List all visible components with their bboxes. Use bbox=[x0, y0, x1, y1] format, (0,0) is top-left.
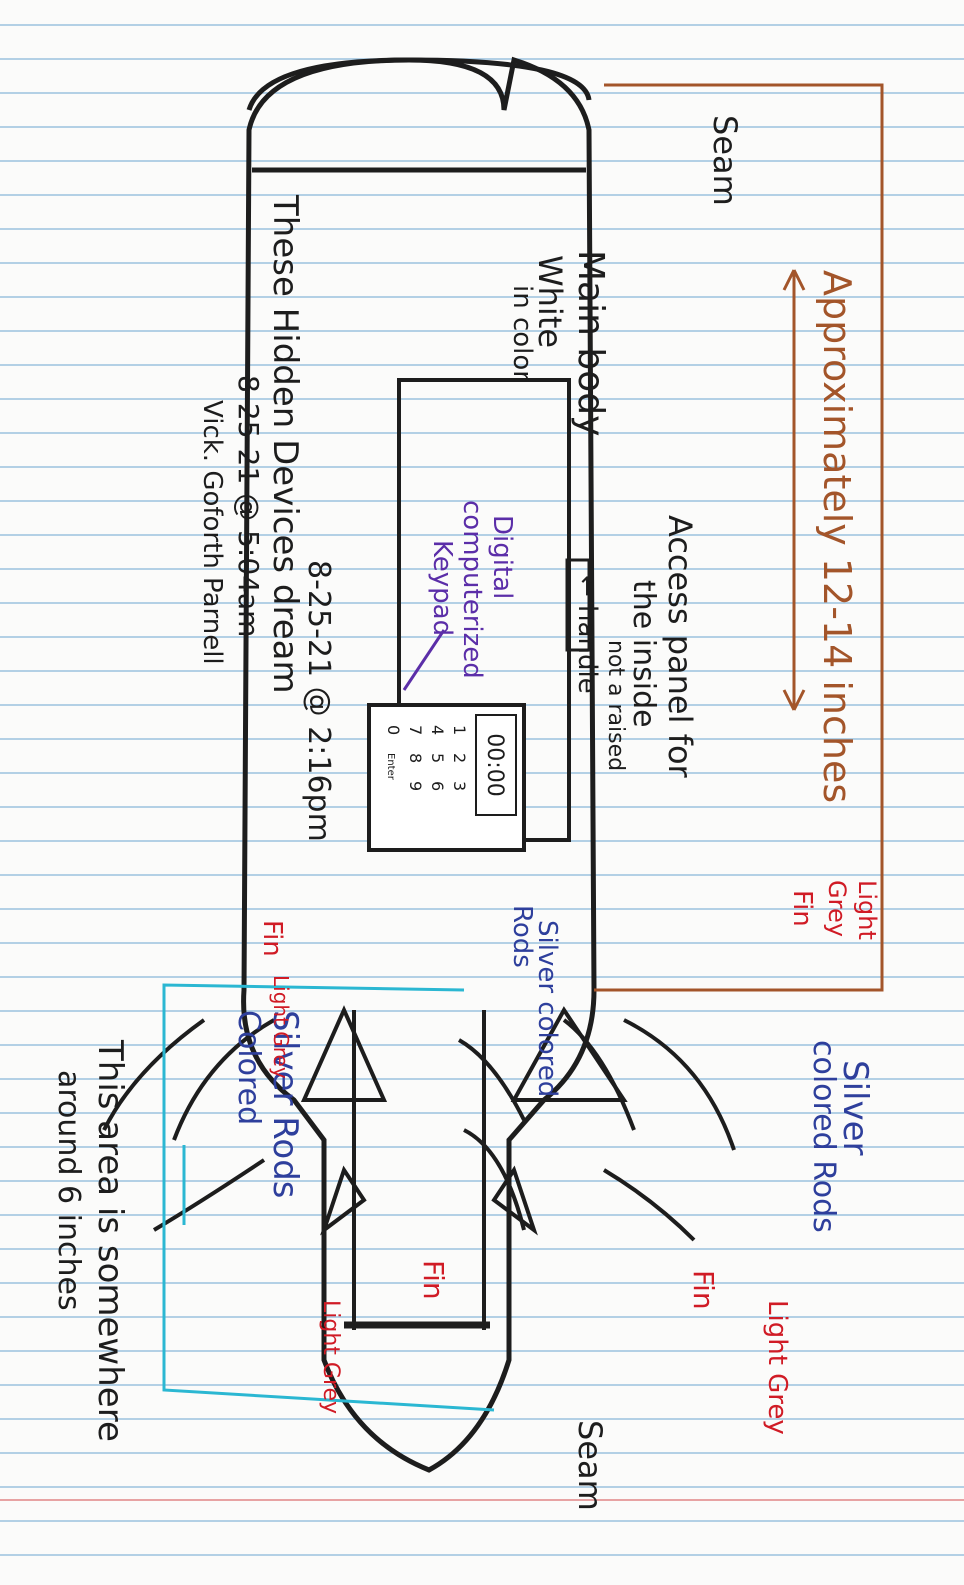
keypad-label-3: Keypad bbox=[427, 540, 457, 636]
light-grey-lower-right: Light Grey bbox=[762, 1300, 792, 1435]
keypad-key: 4 bbox=[428, 725, 447, 735]
area-label-2: around 6 inches bbox=[51, 1070, 86, 1311]
area-label-1: This area is somewhere bbox=[90, 1039, 130, 1442]
silver-rods-right-2: colored Rods bbox=[806, 1040, 841, 1233]
handle-label: ← handle bbox=[572, 575, 602, 694]
date-time-label: 8-25-21 @ 2:16pm bbox=[301, 560, 336, 842]
main-body-label: Main body bbox=[570, 250, 611, 436]
main-body-color: in color bbox=[507, 285, 537, 381]
caption-line-3: Vick. Goforth Parnell bbox=[197, 400, 227, 665]
fin-left-label: Fin bbox=[257, 920, 287, 957]
keypad-display: 00:00 bbox=[482, 733, 507, 796]
seam-bottom-label: Seam bbox=[571, 1420, 609, 1511]
not-raised-label: not a raised bbox=[603, 640, 628, 771]
silver-rods-center-2: Rods bbox=[507, 905, 537, 968]
keypad-label-2: computerized bbox=[457, 500, 487, 679]
access-panel-label-2: the inside bbox=[626, 580, 661, 728]
fin-lower-left-label: Fin bbox=[417, 1260, 450, 1300]
keypad-key: 1 bbox=[450, 725, 469, 735]
seam-top-label: Seam bbox=[706, 115, 744, 206]
access-panel-label: Access panel for bbox=[661, 515, 699, 779]
light-grey-lower-left: Light Grey bbox=[318, 1300, 343, 1414]
fin-top-light: Light bbox=[853, 880, 881, 940]
fin-left-light-grey: Light Grey bbox=[269, 975, 293, 1079]
approx-length-label: Approximately 12-14 inches bbox=[815, 270, 859, 803]
keypad-key: 6 bbox=[428, 781, 447, 791]
caption-line-2: 8-25-21 @ 5:04am bbox=[232, 375, 265, 637]
keypad-key: 5 bbox=[428, 753, 447, 763]
caption-line-1: These Hidden Devices dream bbox=[265, 194, 305, 694]
fin-top-grey: Grey bbox=[823, 880, 851, 937]
keypad-key: 8 bbox=[406, 753, 425, 763]
fin-top-fin: Fin bbox=[787, 890, 817, 927]
keypad-key: 3 bbox=[450, 781, 469, 791]
keypad-key: 7 bbox=[406, 725, 425, 735]
fin-lower-right-label: Fin bbox=[687, 1270, 720, 1310]
keypad-key: Enter bbox=[385, 753, 396, 781]
keypad-key: 2 bbox=[450, 753, 469, 763]
keypad-label-1: Digital bbox=[487, 515, 517, 599]
keypad-key: 0 bbox=[384, 725, 403, 735]
silver-rods-left-2: Colored bbox=[231, 1010, 266, 1125]
keypad-key: 9 bbox=[406, 781, 425, 791]
